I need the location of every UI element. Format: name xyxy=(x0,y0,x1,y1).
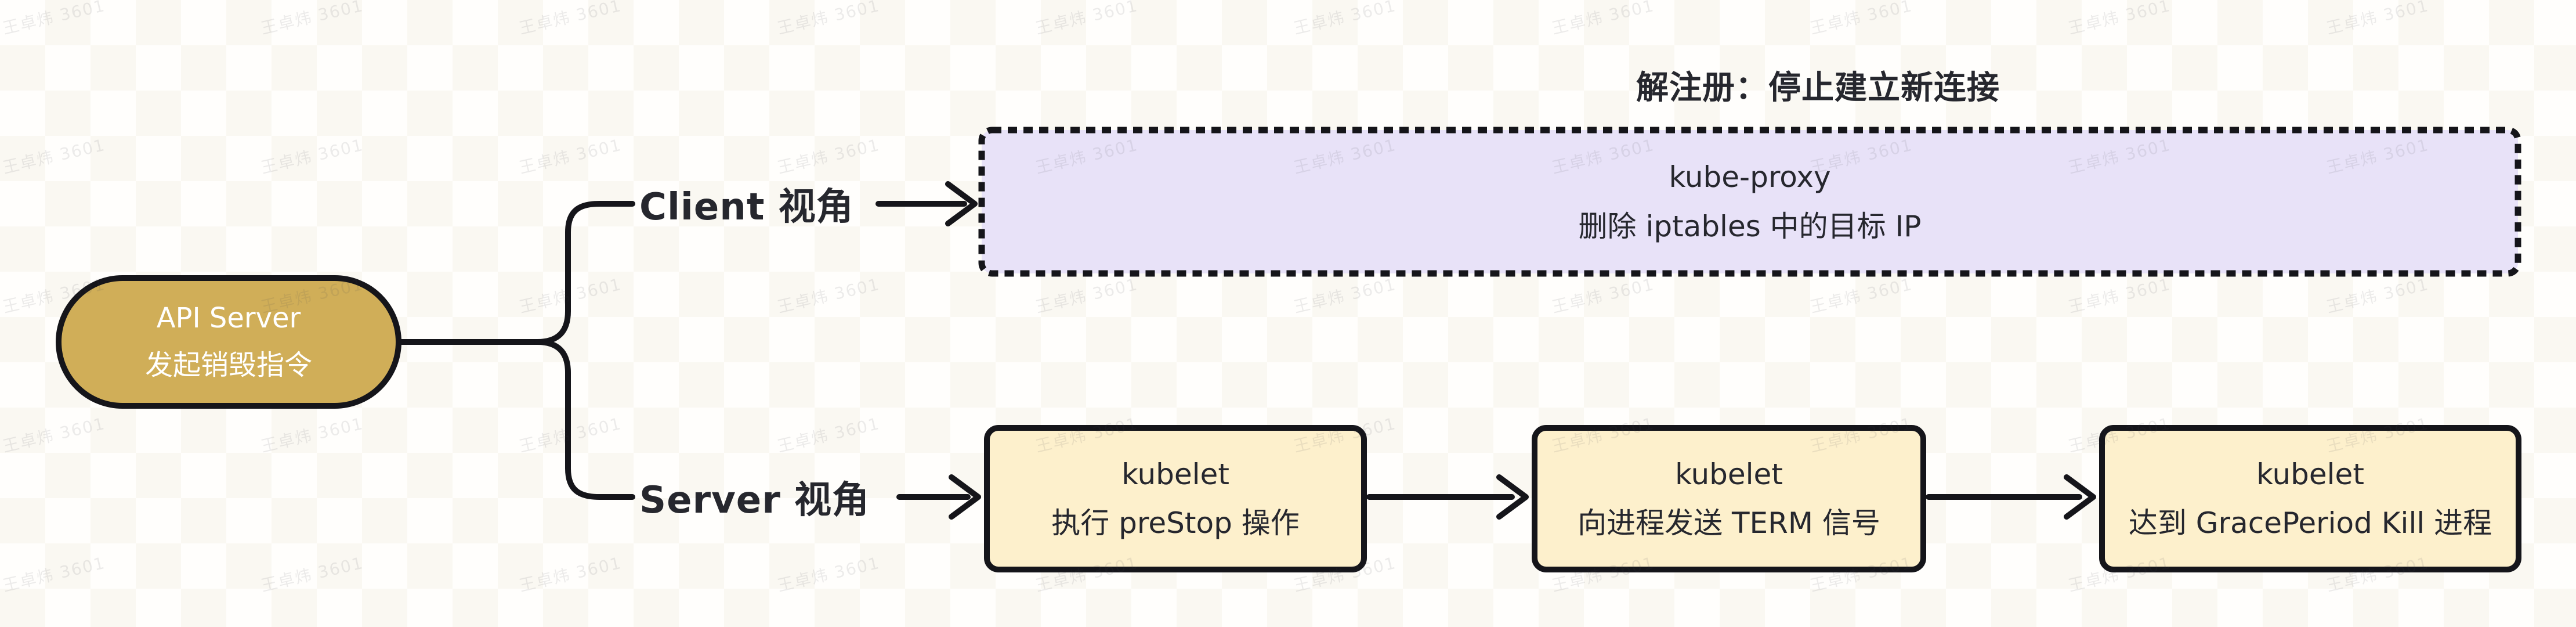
server-branch-line xyxy=(534,339,635,500)
client-annotation: 解注册：停止建立新连接 xyxy=(1636,69,2000,107)
client-node-line1: kube-proxy xyxy=(1669,160,1831,194)
server-node-2-shape xyxy=(1532,425,1926,572)
server-node-1: kubelet 执行 preStop 操作 xyxy=(984,425,1367,572)
root-node-line2: 发起销毁指令 xyxy=(144,349,312,381)
server-arrowhead xyxy=(949,474,981,520)
server-node-3-line2: 达到 GracePeriod Kill 进程 xyxy=(2128,506,2492,540)
client-node-shape xyxy=(978,127,2521,277)
server-arrow-2-3-head xyxy=(2064,474,2096,520)
root-node: API Server 发起销毁指令 xyxy=(56,275,401,409)
client-node: kube-proxy 删除 iptables 中的目标 IP xyxy=(978,127,2521,277)
server-node-2: kubelet 向进程发送 TERM 信号 xyxy=(1532,425,1926,572)
server-arrow-1-2-head xyxy=(1496,474,1529,520)
client-node-line2: 删除 iptables 中的目标 IP xyxy=(1578,209,1922,243)
server-node-3-line1: kubelet xyxy=(2256,457,2364,491)
server-node-3-shape xyxy=(2099,425,2521,572)
client-branch-line xyxy=(534,201,635,345)
server-node-1-shape xyxy=(984,425,1367,572)
server-node-3: kubelet 达到 GracePeriod Kill 进程 xyxy=(2099,425,2521,572)
server-node-1-line1: kubelet xyxy=(1121,457,1229,491)
server-node-2-line2: 向进程发送 TERM 信号 xyxy=(1578,506,1880,540)
server-branch-label: Server 视角 xyxy=(639,479,870,522)
root-node-line1: API Server xyxy=(156,302,301,335)
server-node-2-line1: kubelet xyxy=(1675,457,1783,491)
client-branch-label: Client 视角 xyxy=(639,186,854,229)
server-node-1-line2: 执行 preStop 操作 xyxy=(1051,506,1300,540)
client-arrowhead xyxy=(945,181,978,226)
